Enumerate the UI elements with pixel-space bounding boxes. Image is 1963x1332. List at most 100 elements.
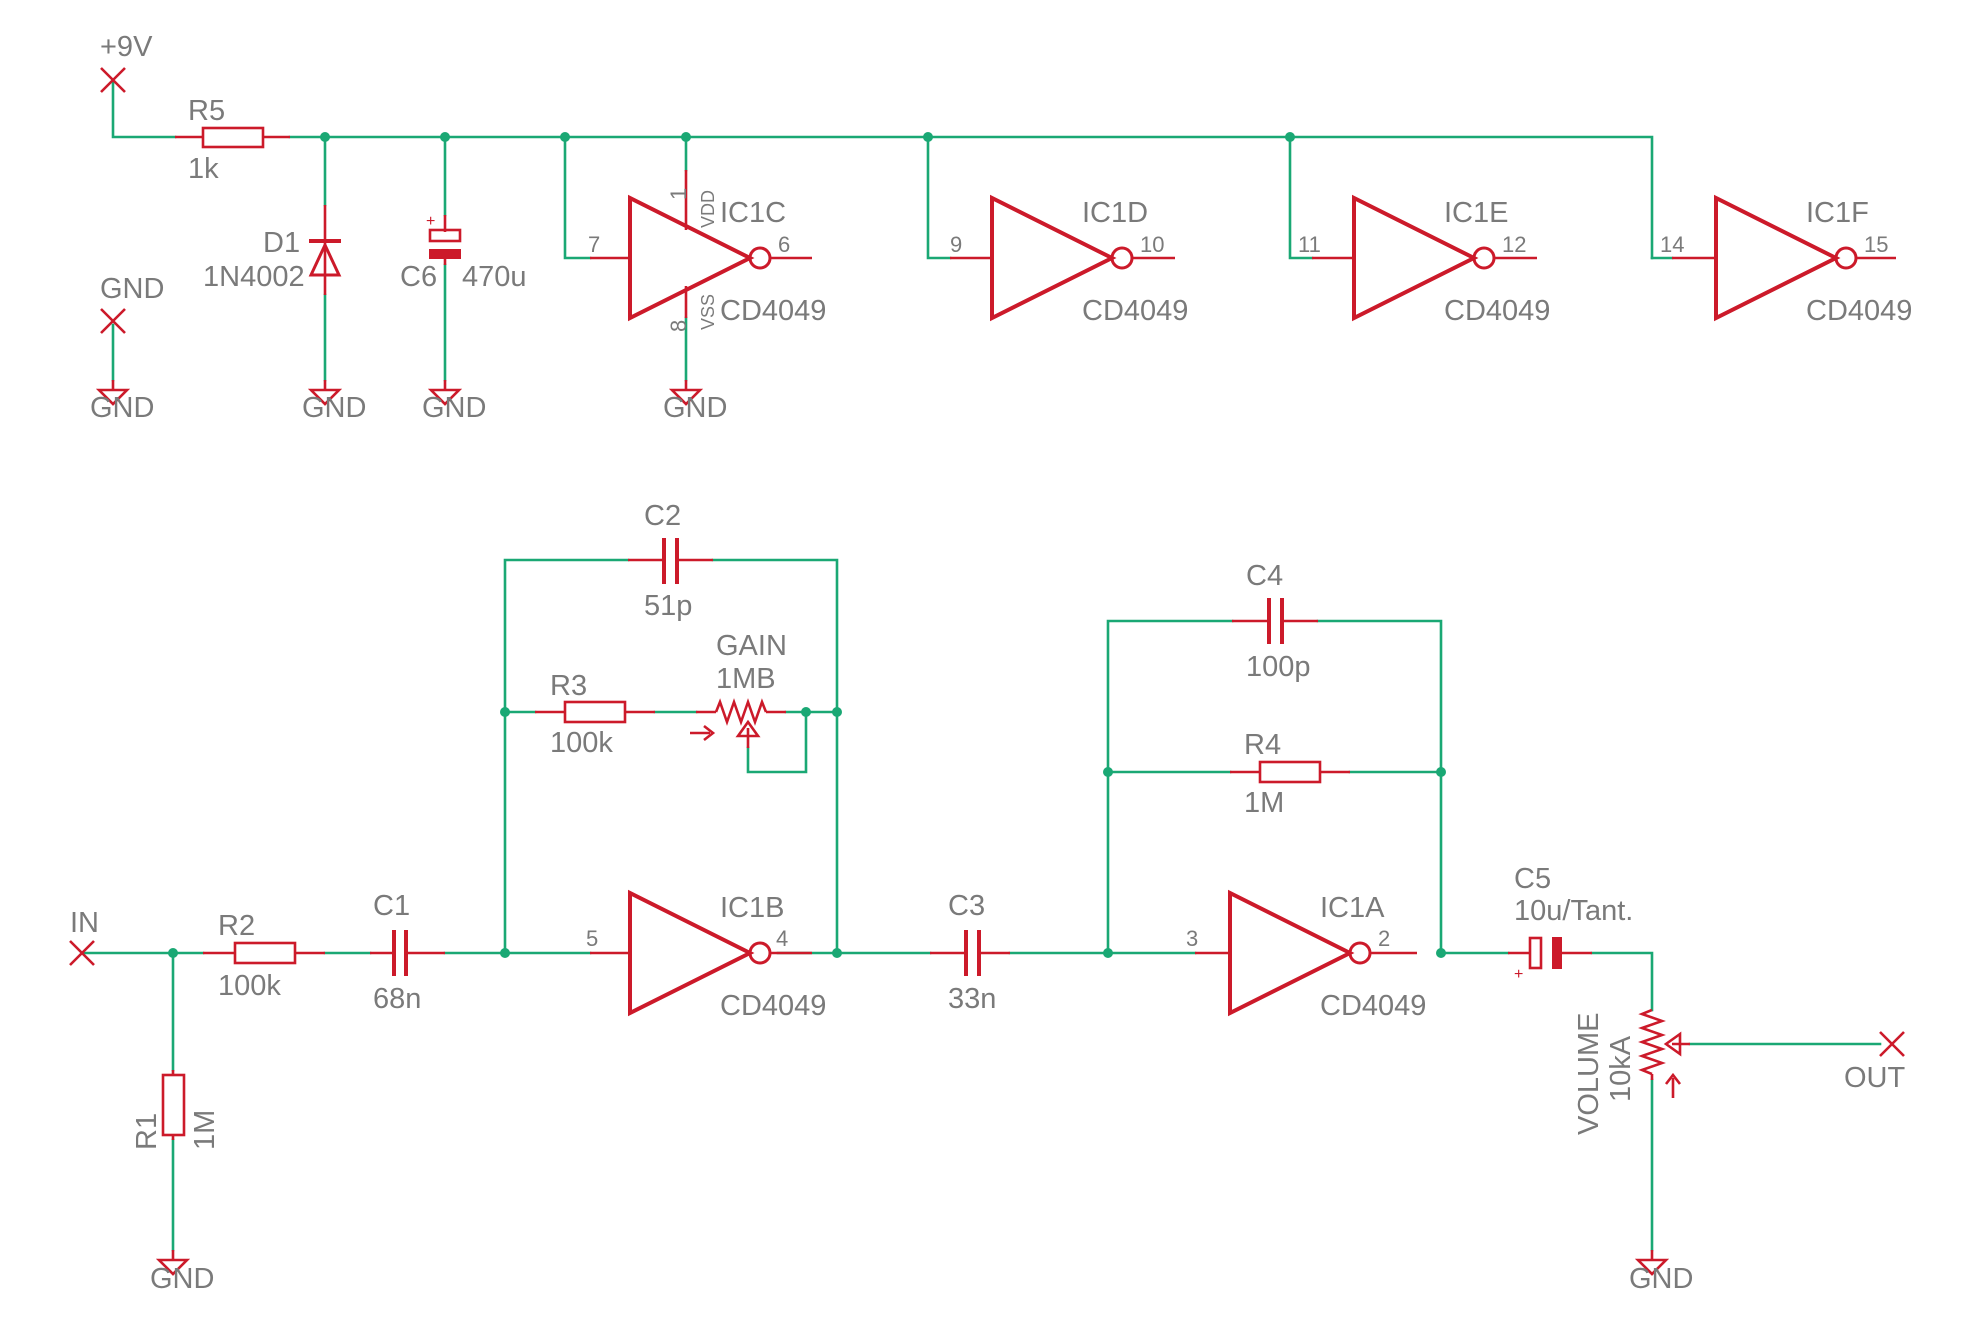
d1-ref: D1 [263,227,300,259]
capacitor-c3: C3 33n [930,890,1010,1015]
r2-ref: R2 [218,910,255,942]
supply-port: +9V [100,31,153,93]
capacitor-c1: C1 68n [370,890,445,1015]
ic1e-ref: IC1E [1444,197,1508,229]
c1-ref: C1 [373,890,410,922]
gnd-symbol-r1: GND [150,1248,214,1295]
c1-value: 68n [373,983,421,1015]
c6-ref: C6 [400,261,437,293]
gnd-label-r1: GND [150,1263,214,1295]
r3-value: 100k [550,727,613,759]
ic1b-part: CD4049 [720,990,826,1022]
c3-value: 33n [948,983,996,1015]
inverter-ic1b: 5 4 IC1B CD4049 [586,891,826,1022]
gnd-port-label: GND [100,273,164,305]
r1-value: 1M [189,1110,221,1150]
ic1e-pin-out: 12 [1502,232,1526,257]
c5-value: 10u/Tant. [1514,895,1633,927]
ic1d-pin-in: 9 [950,232,962,257]
capacitor-c2: C2 51p [628,500,713,622]
gnd-symbol-c6: GND [422,378,486,424]
output-port: OUT [1844,1031,1906,1094]
volume-value: 10kA [1605,1035,1637,1102]
supply-label: +9V [100,31,153,63]
ic1b-ref: IC1B [720,892,784,924]
r5-ref: R5 [188,95,225,127]
ic1e-pin-in: 11 [1298,232,1321,257]
gnd-symbol-ic1c: GND [663,378,727,424]
ic1c-pin-out: 6 [778,232,790,257]
resistor-r5: R5 1k [175,95,290,185]
ic1d-pin-out: 10 [1140,232,1164,257]
resistor-r1: R1 1M [131,1070,221,1150]
c5-plus: + [1514,966,1523,983]
inverter-ic1c: 7 6 1 VDD 8 VSS IC1C CD4049 [588,170,826,332]
ic1d-ref: IC1D [1082,197,1148,229]
c4-value: 100p [1246,651,1311,683]
ic1f-pin-in: 14 [1660,232,1684,257]
gnd-port: GND [100,273,164,334]
potentiometer-volume: VOLUME 10kA [1573,1008,1690,1135]
input-label: IN [70,907,99,939]
c6-plus: + [426,213,435,230]
input-port: IN [69,907,99,966]
inverter-ic1f: 14 15 IC1F CD4049 [1660,196,1912,327]
power-wires [111,78,1674,382]
ic1d-part: CD4049 [1082,295,1188,327]
inverter-ic1e: 11 12 IC1E CD4049 [1298,196,1550,327]
ic1c-pin-in: 7 [588,232,600,257]
ic1e-part: CD4049 [1444,295,1550,327]
potentiometer-gain: GAIN 1MB [690,630,787,748]
ic1a-pin-out: 2 [1378,926,1390,951]
ic1a-ref: IC1A [1320,892,1385,924]
c3-ref: C3 [948,890,985,922]
r5-value: 1k [188,153,219,185]
gain-value: 1MB [716,663,776,695]
ic1b-pin-out: 4 [776,926,788,951]
gnd-label-volume: GND [1629,1263,1693,1295]
gnd-label-c6: GND [422,392,486,424]
r1-ref: R1 [131,1113,163,1150]
c2-value: 51p [644,590,692,622]
gnd-label-d1: GND [302,392,366,424]
c5-ref: C5 [1514,863,1551,895]
r3-ref: R3 [550,670,587,702]
ic1f-part: CD4049 [1806,295,1912,327]
ic1b-pin-in: 5 [586,926,598,951]
signal-wires [80,558,1882,1252]
resistor-r4: R4 1M [1230,729,1350,819]
ic1a-pin-in: 3 [1186,926,1198,951]
c4-ref: C4 [1246,560,1283,592]
ic1c-ref: IC1C [720,197,786,229]
volume-ref: VOLUME [1573,1013,1605,1135]
gain-ref: GAIN [716,630,787,662]
gnd-symbol-volume: GND [1629,1248,1693,1295]
resistor-r3: R3 100k [535,670,655,759]
ic1f-pin-out: 15 [1864,232,1888,257]
gnd-symbol-d1: GND [302,378,366,424]
c6-value: 470u [462,261,527,293]
diode-d1: D1 1N4002 [203,205,342,295]
ic1c-vdd: VDD [698,190,718,228]
r2-value: 100k [218,970,281,1002]
gnd-symbol-port: GND [90,378,154,424]
resistor-r2: R2 100k [203,910,325,1002]
capacitor-c5: + C5 10u/Tant. [1508,863,1633,983]
ic1c-pin-vss: 8 [666,320,691,332]
r4-ref: R4 [1244,729,1281,761]
c2-ref: C2 [644,500,681,532]
gnd-label-port: GND [90,392,154,424]
output-label: OUT [1844,1062,1906,1094]
d1-value: 1N4002 [203,261,305,293]
capacitor-c6: + C6 470u [400,213,527,293]
ic1c-vss: VSS [698,294,718,330]
r4-value: 1M [1244,787,1284,819]
inverter-ic1a: 3 2 IC1A CD4049 [1186,891,1426,1022]
ic1c-part: CD4049 [720,295,826,327]
ic1c-pin-vdd: 1 [666,188,691,200]
inverter-ic1d: 9 10 IC1D CD4049 [950,196,1188,327]
ic1f-ref: IC1F [1806,197,1869,229]
gnd-label-ic1c: GND [663,392,727,424]
capacitor-c4: C4 100p [1232,560,1318,683]
